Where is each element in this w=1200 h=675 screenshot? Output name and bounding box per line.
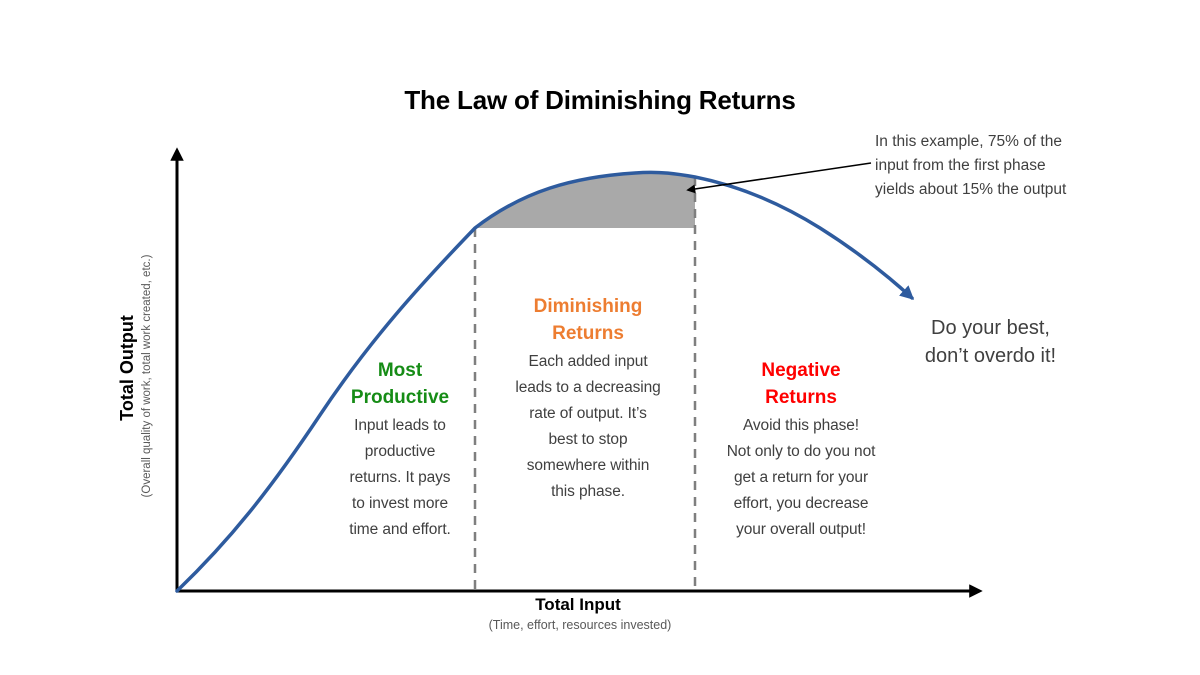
phase-heading: Most Productive [350,360,450,408]
phase-diminishing-returns: Diminishing Returns Each added input lea… [496,293,680,505]
callout-text: Do your best, don’t overdo it! [924,317,1057,367]
phase-heading: Negative Returns [761,360,841,408]
y-axis-label: Total Output [117,315,137,421]
y-axis-sublabel: (Overall quality of work, total work cre… [141,254,153,498]
chart-title: The Law of Diminishing Returns [404,85,796,115]
phase-most-productive: Most Productive Input leads to productiv… [322,357,478,543]
phase-description: Each added input leads to a decreasing r… [515,353,661,500]
phase-description: Input leads to productive returns. It pa… [349,417,451,538]
phase-heading: Diminishing Returns [533,296,643,344]
x-axis-sublabel: (Time, effort, resources invested) [488,618,672,632]
phase-negative-returns: Negative Returns Avoid this phase! Not o… [699,357,903,543]
annotation-text: In this example, 75% of the input from t… [875,133,1067,198]
annotation-arrow [686,162,872,194]
x-axis-label: Total Input [535,595,621,614]
shaded-region [475,172,695,228]
phase-description: Avoid this phase! Not only to do you not… [726,417,876,538]
output-curve [175,170,915,593]
